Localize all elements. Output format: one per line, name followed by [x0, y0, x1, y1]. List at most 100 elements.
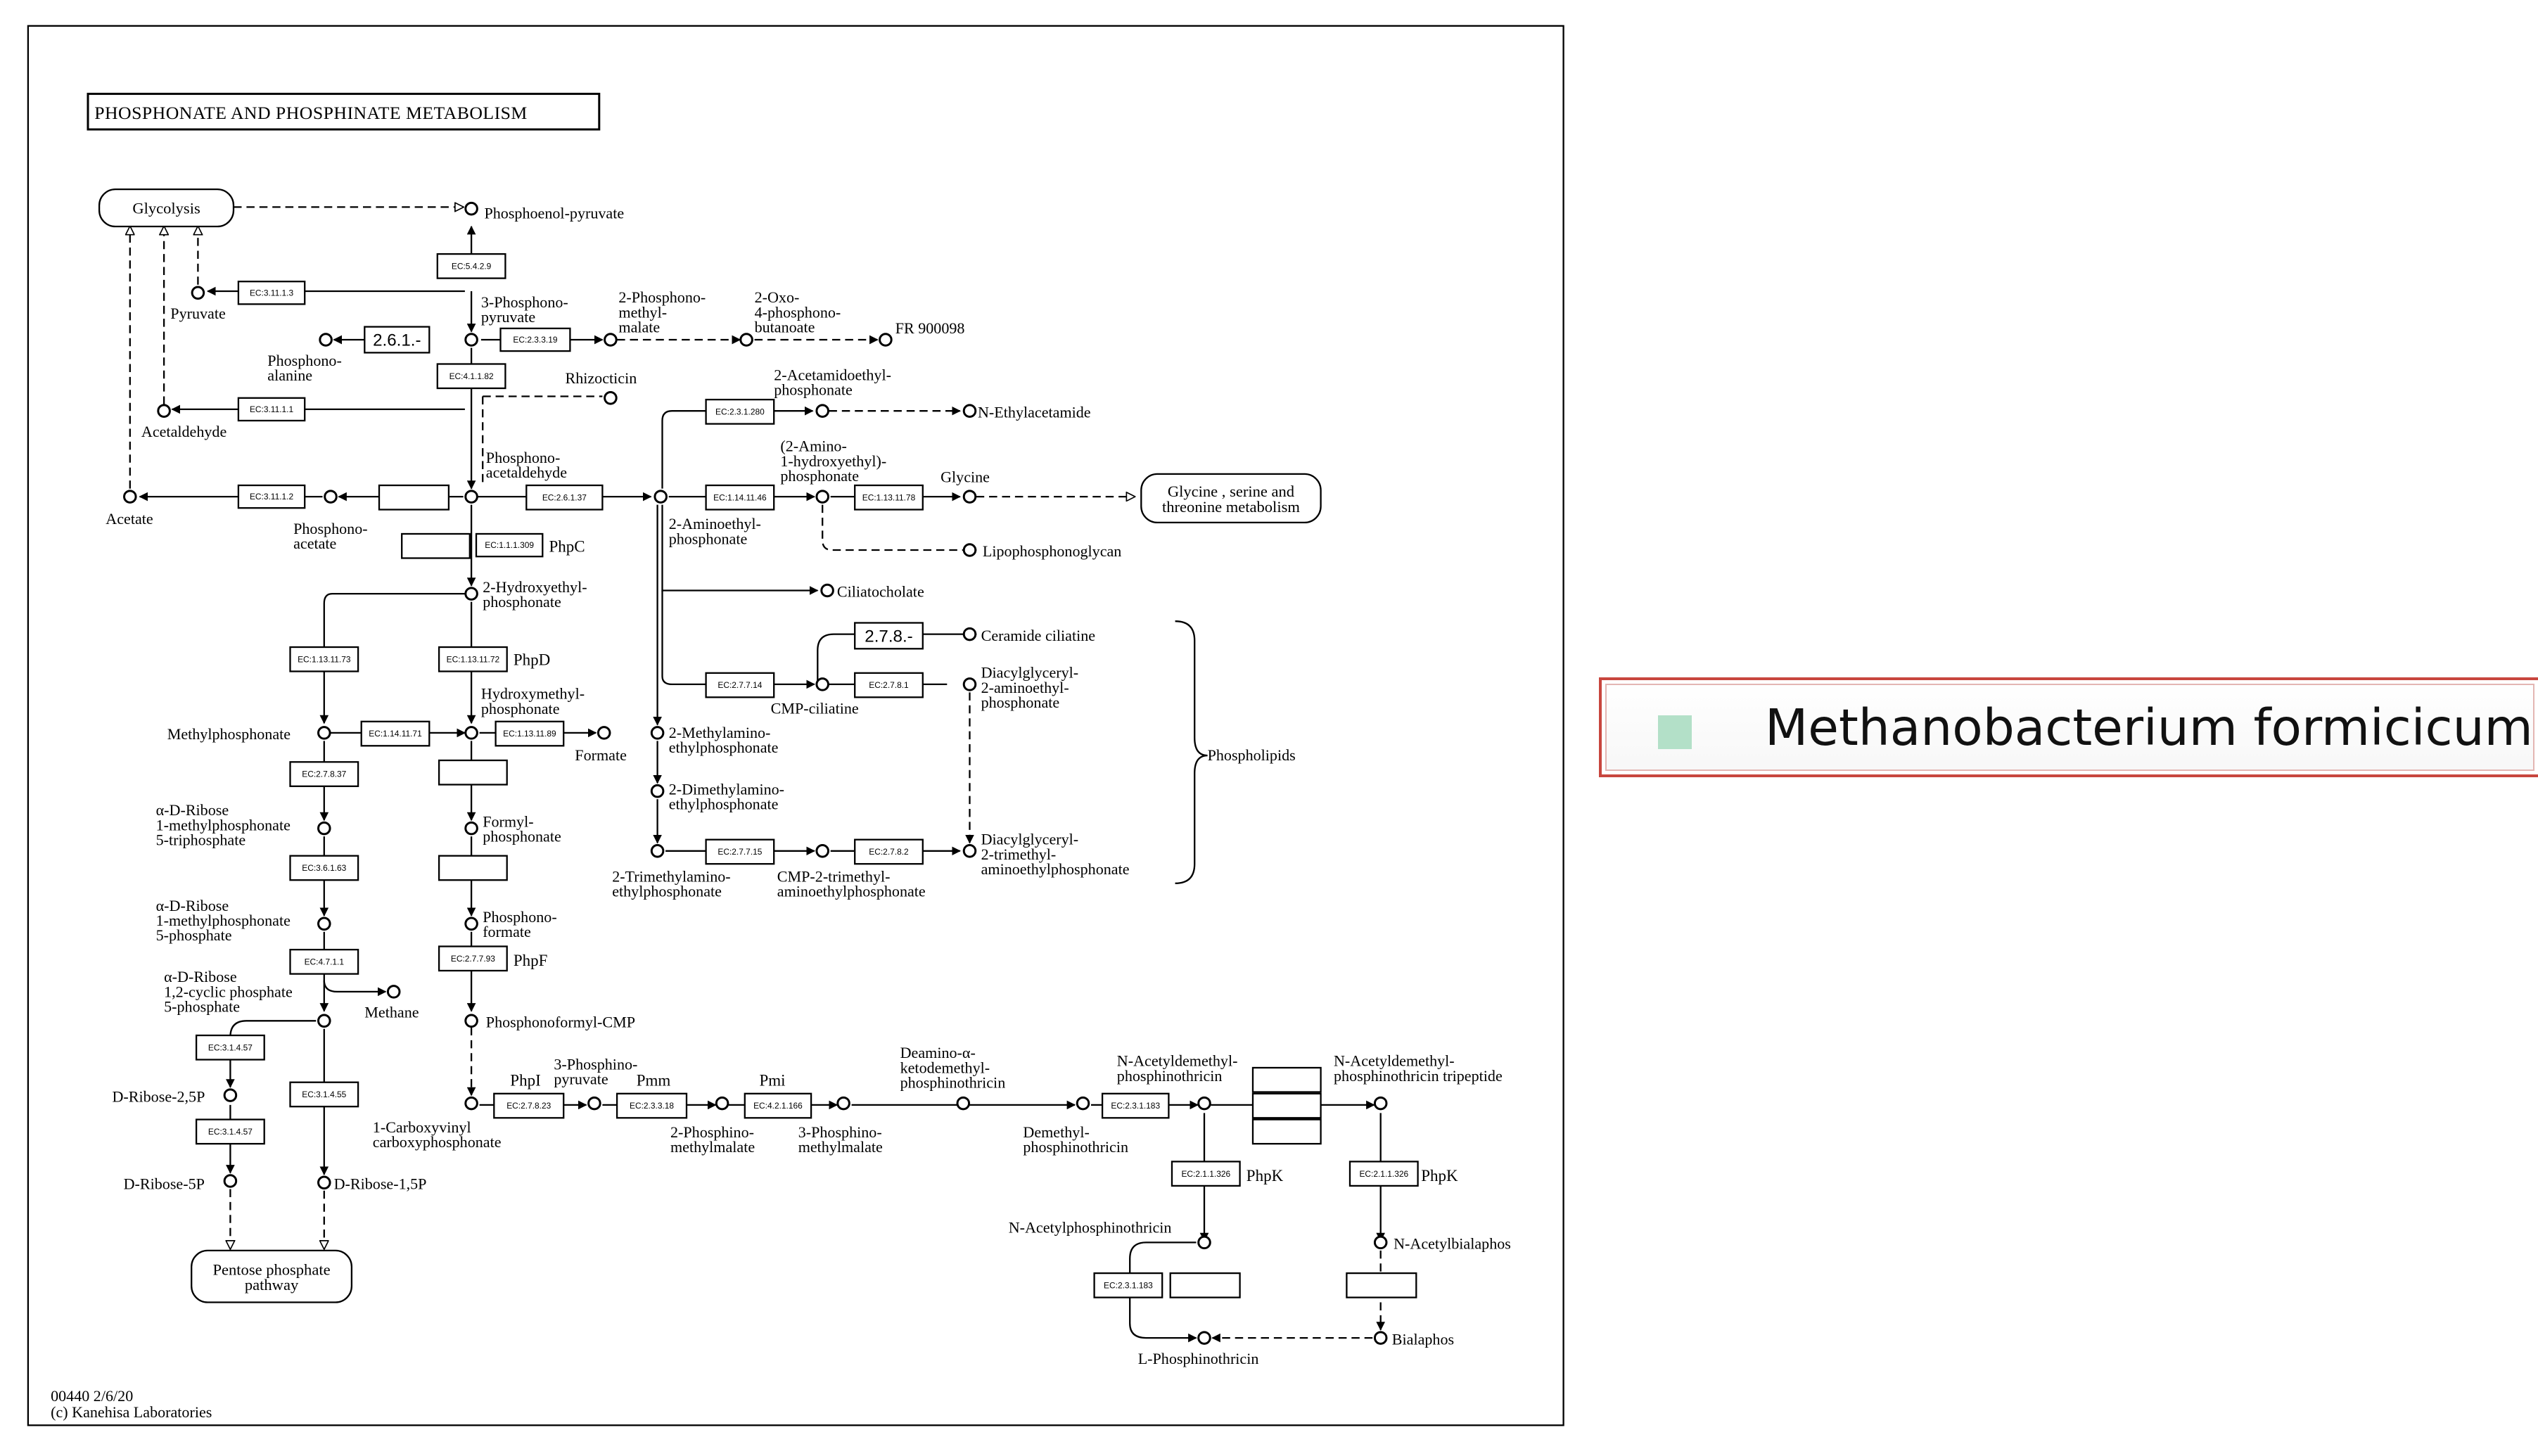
enzyme-e25[interactable]: EC:2.7.7.93 — [438, 945, 508, 972]
enzyme-box-empty[interactable] — [401, 532, 471, 559]
compound-node[interactable] — [962, 844, 977, 858]
compound-node[interactable] — [464, 201, 478, 216]
enzyme-e15[interactable]: 2.7.8.- — [854, 622, 924, 650]
compound-node[interactable] — [1373, 1096, 1388, 1111]
enzyme-box-empty[interactable] — [378, 484, 450, 511]
compound-node[interactable] — [319, 333, 333, 347]
compound-node[interactable] — [739, 333, 753, 347]
enzyme-box-empty[interactable] — [438, 759, 508, 786]
enzyme-e11[interactable]: EC:1.13.11.78 — [854, 484, 924, 511]
compound-node[interactable] — [962, 677, 977, 691]
compound-node[interactable] — [604, 333, 618, 347]
enzyme-box-empty[interactable] — [1251, 1118, 1322, 1145]
enzyme-e28[interactable]: EC:2.3.3.18 — [616, 1092, 688, 1119]
compound-node[interactable] — [962, 490, 977, 504]
compound-node[interactable] — [317, 917, 331, 931]
enzyme-e10[interactable]: EC:1.14.11.46 — [705, 484, 775, 511]
enzyme-e35[interactable]: EC:2.3.1.183 — [1093, 1272, 1163, 1298]
enzyme-e22[interactable]: EC:2.7.8.2 — [854, 838, 924, 865]
compound-node[interactable] — [962, 404, 977, 418]
compound-node[interactable] — [464, 587, 478, 601]
compound-node[interactable] — [464, 821, 478, 836]
enzyme-box-empty[interactable] — [1251, 1092, 1322, 1119]
enzyme-e16[interactable]: EC:2.7.7.14 — [705, 672, 775, 698]
enzyme-e34[interactable]: EC:2.1.1.326 — [1348, 1161, 1419, 1187]
compound-node[interactable] — [815, 404, 829, 418]
compound-node[interactable] — [820, 583, 834, 598]
enzyme-box-empty[interactable] — [1251, 1066, 1322, 1093]
compound-node[interactable] — [604, 391, 618, 405]
compound-node[interactable] — [464, 917, 478, 931]
compound-node[interactable] — [815, 677, 829, 691]
compound-node[interactable] — [191, 286, 205, 300]
compound-node[interactable] — [464, 333, 478, 347]
enzyme-e21[interactable]: EC:2.7.7.15 — [705, 838, 775, 865]
compound-node[interactable] — [464, 726, 478, 740]
enzyme-e8[interactable]: EC:2.6.1.37 — [525, 484, 604, 511]
enzyme-e17[interactable]: EC:2.7.8.1 — [854, 672, 924, 698]
compound-node[interactable] — [386, 985, 401, 999]
enzyme-e18[interactable]: EC:1.14.11.71 — [360, 720, 431, 747]
enzyme-e19[interactable]: EC:1.13.11.89 — [495, 720, 565, 747]
compound-node[interactable] — [464, 490, 478, 504]
enzyme-e30[interactable]: EC:2.3.1.183 — [1101, 1092, 1170, 1119]
enzyme-e9[interactable]: EC:2.3.1.280 — [705, 398, 775, 425]
enzyme-e4[interactable]: EC:2.3.3.19 — [499, 327, 571, 352]
compound-node[interactable] — [815, 490, 829, 504]
compound-node[interactable] — [123, 490, 137, 504]
enzyme-e23[interactable]: EC:3.6.1.63 — [289, 855, 359, 881]
enzyme-e27[interactable]: EC:2.7.8.23 — [493, 1092, 565, 1119]
compound-node[interactable] — [324, 490, 338, 504]
enzyme-e20[interactable]: EC:2.7.8.37 — [289, 761, 359, 787]
organism-legend[interactable]: Methanobacterium formicicum — [1599, 677, 2538, 777]
enzyme-e7[interactable]: EC:3.11.1.2 — [237, 484, 306, 509]
enzyme-e31[interactable]: EC:3.1.4.57 — [195, 1118, 265, 1145]
enzyme-e24[interactable]: EC:4.7.1.1 — [289, 948, 359, 975]
compound-node[interactable] — [464, 1014, 478, 1028]
enzyme-box-empty[interactable] — [438, 855, 508, 881]
compound-node[interactable] — [1373, 1235, 1388, 1250]
enzyme-box-empty[interactable] — [1169, 1272, 1241, 1298]
enzyme-e3[interactable]: 2.6.1.- — [364, 326, 431, 354]
compound-node[interactable] — [597, 726, 611, 740]
compound-node[interactable] — [317, 1014, 331, 1028]
enzyme-e32[interactable]: EC:3.1.4.55 — [289, 1081, 359, 1108]
compound-node[interactable] — [157, 404, 171, 418]
compound-node[interactable] — [650, 726, 665, 740]
compound-node[interactable] — [653, 490, 668, 504]
enzyme-e33[interactable]: EC:2.1.1.326 — [1171, 1161, 1241, 1187]
enzyme-e14[interactable]: EC:1.13.11.72 — [438, 646, 508, 672]
enzyme-e5[interactable]: EC:4.1.1.82 — [436, 363, 506, 390]
compound-node[interactable] — [715, 1096, 729, 1111]
map-link-glycolysis[interactable]: Glycolysis — [98, 188, 235, 228]
compound-node[interactable] — [650, 844, 665, 858]
compound-node[interactable] — [317, 821, 331, 836]
compound-node[interactable] — [956, 1096, 971, 1111]
enzyme-e29[interactable]: EC:4.2.1.166 — [744, 1092, 812, 1119]
compound-node[interactable] — [1197, 1235, 1211, 1250]
enzyme-box-empty[interactable] — [1346, 1272, 1417, 1298]
compound-node[interactable] — [464, 1096, 478, 1111]
compound-node[interactable] — [879, 333, 893, 347]
enzyme-e26[interactable]: EC:3.1.4.57 — [195, 1034, 265, 1061]
compound-node[interactable] — [587, 1096, 601, 1111]
compound-node[interactable] — [1373, 1331, 1388, 1345]
compound-node[interactable] — [815, 844, 829, 858]
compound-node[interactable] — [962, 543, 977, 557]
enzyme-e1[interactable]: EC:5.4.2.9 — [436, 253, 506, 279]
enzyme-e12[interactable]: EC:1.1.1.309 — [475, 532, 544, 558]
enzyme-e13[interactable]: EC:1.13.11.73 — [289, 646, 359, 672]
enzyme-e2[interactable]: EC:3.11.1.3 — [237, 281, 306, 305]
compound-node[interactable] — [223, 1088, 238, 1102]
compound-node[interactable] — [223, 1174, 238, 1188]
compound-node[interactable] — [317, 726, 331, 740]
enzyme-e6[interactable]: EC:3.11.1.1 — [237, 397, 306, 422]
compound-node[interactable] — [1197, 1096, 1211, 1111]
compound-node[interactable] — [836, 1096, 850, 1111]
compound-node[interactable] — [650, 784, 665, 798]
compound-node[interactable] — [1076, 1096, 1090, 1111]
compound-node[interactable] — [317, 1175, 331, 1190]
compound-node[interactable] — [1197, 1331, 1211, 1345]
